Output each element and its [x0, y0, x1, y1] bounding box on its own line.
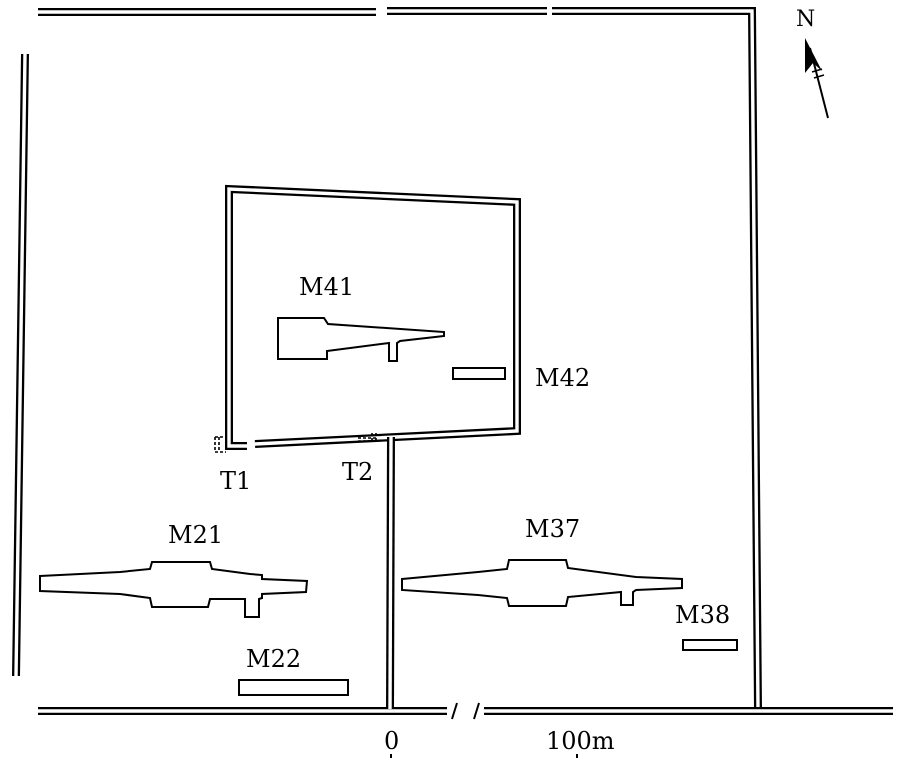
tomb-m21-label: M21 — [168, 521, 223, 549]
tomb-m38-outline — [682, 639, 738, 651]
scale-bar — [390, 754, 578, 758]
tomb-m21-outline — [39, 561, 309, 618]
trench-t2-marker — [358, 433, 378, 442]
tomb-m41-outline — [277, 317, 445, 362]
trench-t2-label: T2 — [342, 458, 373, 486]
scale-start-label: 0 — [384, 727, 399, 755]
tomb-m42-outline — [452, 367, 506, 380]
tomb-m41-label: M41 — [299, 273, 354, 301]
tomb-m42-label: M42 — [535, 364, 590, 392]
tomb-m37-outline — [401, 559, 683, 607]
tomb-m22-outline — [238, 679, 349, 696]
tomb-m38-label: M38 — [675, 601, 730, 629]
north-arrow-icon — [805, 38, 829, 119]
tomb-m37-label: M37 — [525, 515, 580, 543]
scale-end-label: 100m — [546, 727, 615, 755]
trench-t1-marker — [214, 436, 226, 453]
north-label: N — [796, 7, 815, 32]
outer-enclosure-walls — [12, 7, 893, 720]
tomb-m22-label: M22 — [246, 645, 301, 673]
trench-t1-label: T1 — [220, 467, 251, 495]
inner-enclosure-walls — [225, 184, 521, 710]
